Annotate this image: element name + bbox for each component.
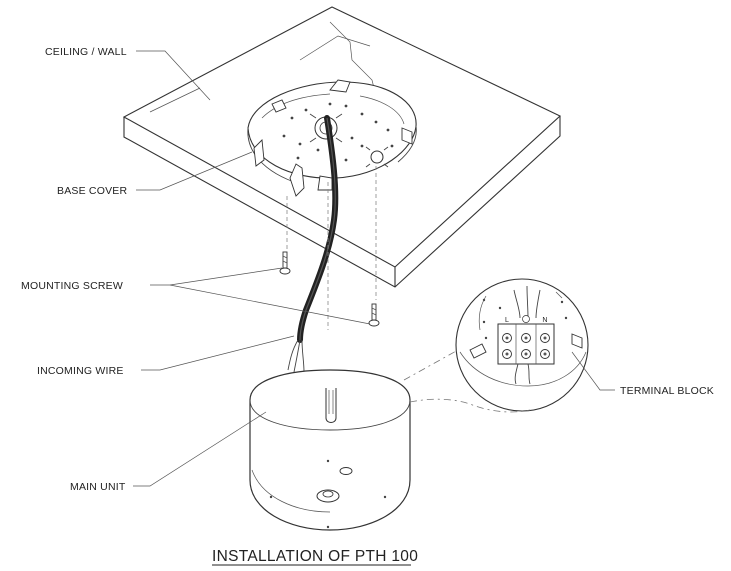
clip xyxy=(401,127,413,145)
label-ceiling-wall: CEILING / WALL xyxy=(45,46,127,58)
terminal-mark-n: N xyxy=(542,317,547,324)
projection-lines xyxy=(286,166,377,330)
label-incoming-wire: INCOMING WIRE xyxy=(37,365,124,377)
incoming-wire xyxy=(287,115,339,373)
vent-holes xyxy=(282,102,394,162)
terminal-block: L N xyxy=(497,315,555,365)
fixing-point xyxy=(365,146,389,168)
diagram-title: INSTALLATION OF PTH 100 xyxy=(212,548,418,565)
label-mounting-screw: MOUNTING SCREW xyxy=(21,280,123,292)
tab xyxy=(329,79,351,93)
base-cover xyxy=(247,79,417,197)
main-unit xyxy=(249,369,411,531)
mounting-screw-left xyxy=(279,251,291,275)
leader-lines xyxy=(133,50,615,487)
clip xyxy=(289,163,305,197)
label-base-cover: BASE COVER xyxy=(57,185,127,197)
label-terminal-block: TERMINAL BLOCK xyxy=(620,385,714,397)
mounting-screw-right xyxy=(368,303,380,327)
indicator-led xyxy=(339,467,353,475)
clip xyxy=(317,175,333,191)
label-main-unit: MAIN UNIT xyxy=(70,481,126,493)
earth-symbol xyxy=(522,315,530,323)
clip xyxy=(253,139,265,167)
tab xyxy=(271,99,287,113)
terminal-detail: L N xyxy=(403,278,589,413)
terminal-mark-l: L xyxy=(505,317,509,324)
